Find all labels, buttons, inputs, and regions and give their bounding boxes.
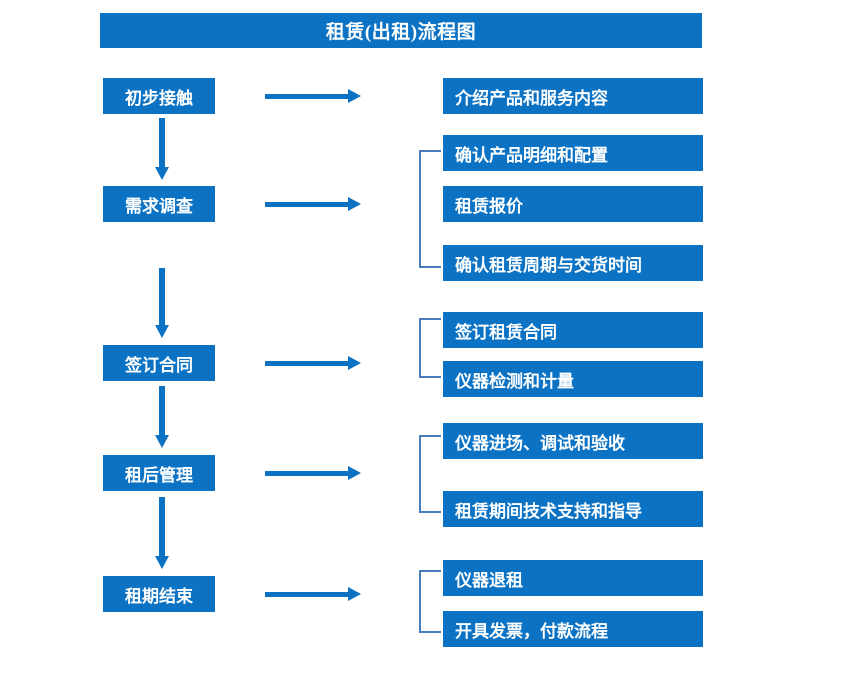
right-arrow-icon-5 xyxy=(265,587,361,601)
group-bracket-3 xyxy=(419,435,441,513)
group-bracket-1 xyxy=(419,150,441,268)
group-bracket-4 xyxy=(419,570,441,633)
detail-box-10[interactable]: 开具发票，付款流程 xyxy=(443,611,703,647)
page-title: 租赁(出租)流程图 xyxy=(100,13,702,48)
detail-box-2[interactable]: 确认产品明细和配置 xyxy=(443,135,703,171)
detail-box-5[interactable]: 签订租赁合同 xyxy=(443,312,703,348)
right-arrow-icon-2 xyxy=(265,197,361,211)
detail-box-9[interactable]: 仪器退租 xyxy=(443,560,703,596)
stage-box-4[interactable]: 租后管理 xyxy=(103,455,215,491)
down-arrow-icon-2 xyxy=(155,268,169,338)
detail-box-7[interactable]: 仪器进场、调试和验收 xyxy=(443,423,703,459)
down-arrow-icon-4 xyxy=(155,497,169,569)
group-bracket-2 xyxy=(419,318,441,378)
right-arrow-icon-4 xyxy=(265,466,361,480)
detail-box-1[interactable]: 介绍产品和服务内容 xyxy=(443,78,703,114)
detail-box-6[interactable]: 仪器检测和计量 xyxy=(443,361,703,397)
stage-box-2[interactable]: 需求调查 xyxy=(103,186,215,222)
stage-box-1[interactable]: 初步接触 xyxy=(103,78,215,114)
detail-box-4[interactable]: 确认租赁周期与交货时间 xyxy=(443,245,703,281)
stage-box-3[interactable]: 签订合同 xyxy=(103,345,215,381)
down-arrow-icon-1 xyxy=(155,118,169,180)
right-arrow-icon-1 xyxy=(265,89,361,103)
detail-box-8[interactable]: 租赁期间技术支持和指导 xyxy=(443,491,703,527)
stage-box-5[interactable]: 租期结束 xyxy=(103,576,215,612)
right-arrow-icon-3 xyxy=(265,356,361,370)
down-arrow-icon-3 xyxy=(155,386,169,448)
detail-box-3[interactable]: 租赁报价 xyxy=(443,186,703,222)
